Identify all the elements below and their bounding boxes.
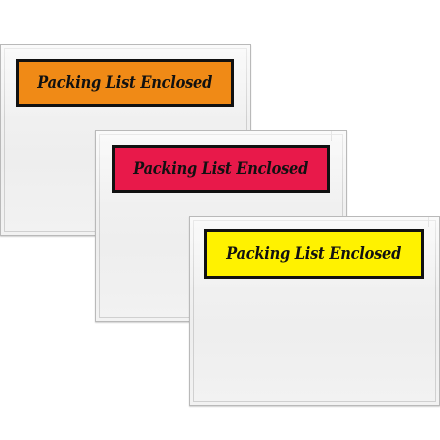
packing-envelope-yellow: Packing List Enclosed xyxy=(189,216,440,406)
packing-label-text: Packing List Enclosed xyxy=(37,73,213,93)
packing-label-orange: Packing List Enclosed xyxy=(16,59,234,107)
envelope-flap-notch xyxy=(428,217,429,227)
packing-label-text: Packing List Enclosed xyxy=(133,159,309,179)
packing-label-yellow: Packing List Enclosed xyxy=(204,229,424,279)
envelope-flap-notch xyxy=(331,131,332,141)
packing-label-text: Packing List Enclosed xyxy=(226,244,402,264)
packing-label-red: Packing List Enclosed xyxy=(112,145,330,193)
